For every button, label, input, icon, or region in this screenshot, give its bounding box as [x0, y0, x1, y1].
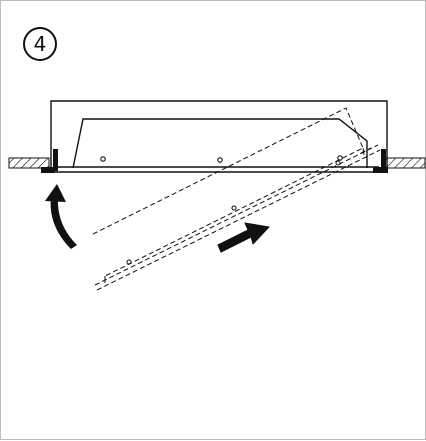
tilted-fixture-dashed: [92, 107, 381, 291]
screw-hole: [337, 155, 343, 161]
housing-box: [50, 100, 388, 168]
screw-hole: [100, 156, 106, 162]
step-number-badge: 4: [23, 27, 57, 61]
fixture-body: [72, 118, 368, 169]
screw-hole: [217, 157, 223, 163]
mounting-clip-right: [373, 149, 388, 173]
mounting-clip-left: [41, 149, 58, 173]
tilted-fixture-clip-stub: [104, 147, 365, 283]
ceiling-right: [384, 157, 426, 169]
ceiling-left: [8, 157, 50, 169]
straight-arrow-icon: [217, 222, 270, 253]
step-number: 4: [33, 32, 47, 56]
curved-arrow-icon: [45, 184, 77, 249]
screw-hole: [335, 160, 341, 166]
screw-hole: [231, 205, 237, 211]
screw-hole: [126, 259, 132, 265]
